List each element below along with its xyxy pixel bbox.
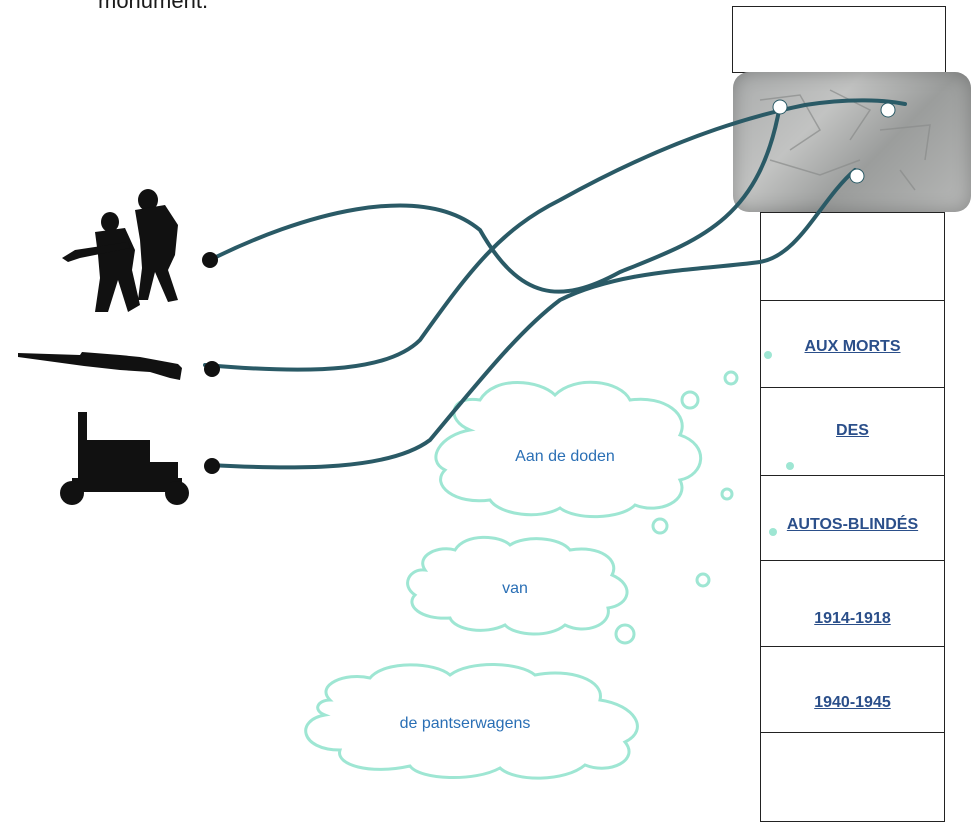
cut-off-caption: monument.: [98, 0, 209, 13]
thought-dots: [764, 351, 794, 536]
connecting-wires: [203, 98, 907, 470]
label-autos-blindes: AUTOS-BLINDÉS: [786, 516, 919, 533]
monument-cell-4: AUTOS-BLINDÉS: [760, 475, 945, 561]
soldiers-icon: [62, 189, 178, 312]
terminal-1: [772, 99, 788, 115]
monument-cell-7: [760, 732, 945, 822]
cloud-label-aan-de-doden: Aan de doden: [515, 448, 615, 465]
wire-armored-car: [208, 168, 857, 470]
cloud-aan-de-doden: [434, 380, 703, 519]
wire-soldiers: [208, 103, 782, 294]
terminal-3: [849, 168, 865, 184]
rifle-icon: [18, 352, 182, 380]
endpoint-rifle[interactable]: [204, 361, 220, 377]
monument-cell-2: AUX MORTS: [760, 300, 945, 388]
stone-terminals: [772, 99, 896, 184]
label-aux-morts: AUX MORTS: [804, 338, 901, 355]
cloud-van: [406, 535, 629, 636]
monument-cell-5: 1914-1918: [760, 560, 945, 647]
endpoint-soldiers[interactable]: [202, 252, 218, 268]
cloud-label-van: van: [502, 580, 528, 597]
armored-car-icon: [60, 412, 189, 505]
cloud-label-de-pantserwagens: de pantserwagens: [399, 715, 531, 732]
monument-cell-6: 1940-1945: [760, 646, 945, 733]
stone-engraving: [759, 89, 931, 191]
label-1940-1945: 1940-1945: [814, 694, 891, 711]
wire-rifle: [203, 98, 907, 372]
wire-endpoints: [202, 252, 220, 474]
monument-cell-3: DES: [760, 387, 945, 476]
endpoint-armored-car[interactable]: [204, 458, 220, 474]
terminal-2: [880, 102, 896, 118]
thought-bubbles: [614, 370, 739, 645]
label-1914-1918: 1914-1918: [814, 610, 891, 627]
cloud-de-pantserwagens: [304, 663, 639, 780]
label-des: DES: [836, 422, 869, 439]
